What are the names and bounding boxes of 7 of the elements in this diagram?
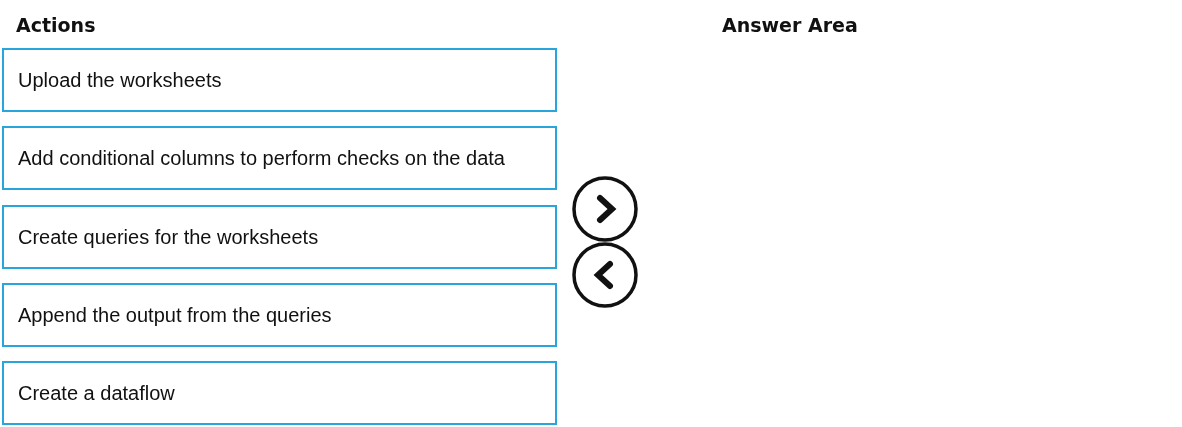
column-heading: Answer Area xyxy=(722,13,858,37)
action-option: Create queries for the worksheets xyxy=(2,205,557,269)
action-option: Add conditional columns to perform checks on the data xyxy=(2,126,557,190)
action-option: Upload the worksheets xyxy=(2,48,557,112)
column-heading: Actions xyxy=(16,13,96,37)
action-option: Create a dataflow xyxy=(2,361,557,425)
action-option: Append the output from the queries xyxy=(2,283,557,347)
